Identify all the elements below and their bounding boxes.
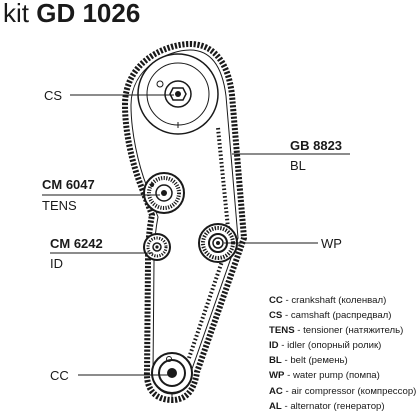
label-cm6047-code: CM 6047 [42,177,95,192]
legend-row: CC - crankshaft (коленвал) [269,293,416,308]
legend-text: - belt (ремень) [281,355,348,367]
timing-belt [121,40,248,404]
legend-abbr: CS [269,310,283,322]
legend: CC - crankshaft (коленвал) CS - camshaft… [269,293,416,414]
legend-abbr: TENS [269,325,295,337]
tensioner-pulley [143,172,185,214]
legend-row: BL - belt (ремень) [269,353,416,368]
kit-prefix: kit [3,0,29,28]
kit-code: GD 1026 [36,0,141,28]
legend-abbr: AL [269,400,282,412]
legend-text: - tensioner (натяжитель) [294,325,404,337]
camshaft-pulley [137,53,219,135]
legend-row: TENS - tensioner (натяжитель) [269,323,416,338]
legend-text: - air compressor (компрессор) [282,385,417,397]
legend-row: AC - air compressor (компрессор) [269,384,416,399]
legend-text: - crankshaft (коленвал) [282,295,387,306]
legend-abbr: ID [269,340,279,352]
legend-abbr: CC [269,295,283,306]
legend-text: - idler (опорный ролик) [278,340,382,352]
label-gb-code: GB 8823 [290,138,343,153]
idler-pulley [143,233,171,261]
legend-row: CS - camshaft (распредвал) [269,308,416,323]
label-wp: WP [321,236,342,251]
legend-row: WP - water pump (помпа) [269,368,416,383]
label-tens: TENS [42,198,77,213]
label-cc: CC [50,368,69,383]
crankshaft-pulley [151,352,193,399]
legend-row: ID - idler (опорный ролик) [269,338,416,353]
legend-abbr: AC [269,385,283,397]
label-bl: BL [290,158,306,173]
belt-teeth [216,127,231,239]
kit-title: kit GD 1026 [3,0,140,30]
legend-abbr: BL [269,355,282,367]
label-cm6242-code: CM 6242 [50,236,103,251]
legend-text: - camshaft (распредвал) [282,310,392,322]
label-id: ID [50,256,63,271]
legend-text: - water pump (помпа) [284,370,380,382]
legend-text: - alternator (генератор) [281,400,385,412]
legend-abbr: WP [269,370,285,382]
label-cs: CS [44,88,63,103]
legend-row: AL - alternator (генератор) [269,399,416,414]
